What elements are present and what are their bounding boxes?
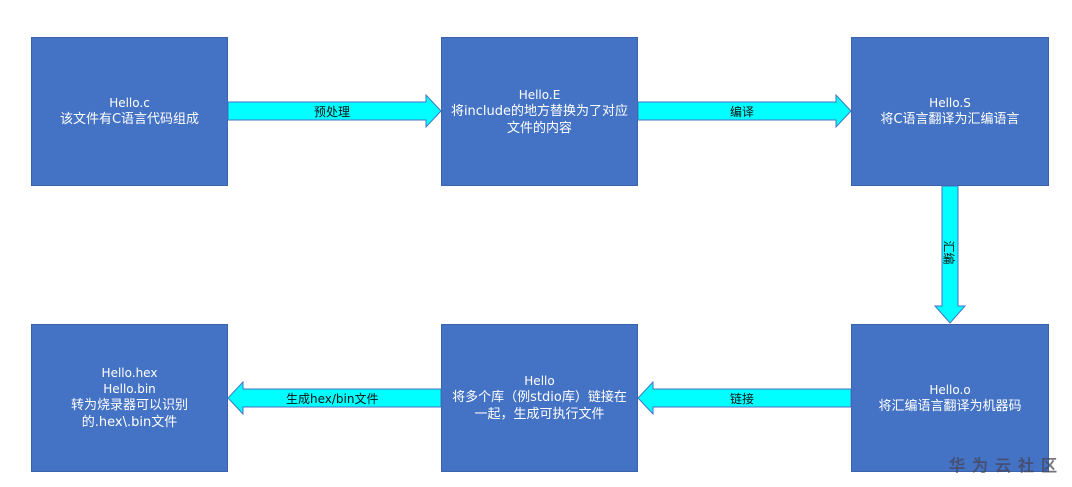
arrow-assemble: 汇编 <box>933 185 967 324</box>
down-arrow-icon <box>933 185 967 324</box>
left-arrow-icon <box>227 380 442 416</box>
node-description: 将include的地方替换为了对应 文件的内容 <box>450 103 629 136</box>
arrow-generate-hex-bin: 生成hex/bin文件 <box>227 380 442 416</box>
right-arrow-icon <box>637 93 852 129</box>
node-hello-e: Hello.E 将include的地方替换为了对应 文件的内容 <box>441 37 638 186</box>
edge-label: 链接 <box>730 392 755 406</box>
node-title: Hello.hex Hello.bin <box>101 366 158 396</box>
node-hello: Hello 将多个库（例stdio库）链接在 一起，生成可执行文件 <box>441 324 638 472</box>
node-description: 该文件有C语言代码组成 <box>59 112 200 127</box>
node-description: 将汇编语言翻译为机器码 <box>878 398 1022 414</box>
node-description: 将多个库（例stdio库）链接在 一起，生成可执行文件 <box>452 390 627 422</box>
watermark: 华为云社区 <box>949 456 1065 475</box>
node-title: Hello <box>524 374 555 388</box>
node-description: 将C语言翻译为汇编语言 <box>880 112 1020 127</box>
node-title: Hello.c <box>109 96 150 110</box>
node-title: Hello.o <box>929 382 971 397</box>
edge-label: 生成hex/bin文件 <box>286 392 379 406</box>
edge-label: 编译 <box>730 105 755 119</box>
left-arrow-icon <box>637 380 852 416</box>
edge-label: 预处理 <box>314 105 351 119</box>
edge-label: 汇编 <box>941 240 956 265</box>
right-arrow-icon <box>227 93 442 129</box>
node-description: 转为烧录器可以识别 的.hex\.bin文件 <box>70 398 188 430</box>
arrow-preprocess: 预处理 <box>227 93 442 129</box>
node-title: Hello.S <box>929 96 971 110</box>
node-hello-hex: Hello.hex Hello.bin 转为烧录器可以识别 的.hex\.bin… <box>31 324 228 472</box>
node-hello-s: Hello.S 将C语言翻译为汇编语言 <box>851 37 1049 186</box>
node-hello-c: Hello.c 该文件有C语言代码组成 <box>31 37 228 186</box>
node-hello-o: Hello.o 将汇编语言翻译为机器码 <box>851 324 1049 472</box>
arrow-compile: 编译 <box>637 93 852 129</box>
arrow-link: 链接 <box>637 380 852 416</box>
node-title: Hello.E <box>518 87 561 102</box>
